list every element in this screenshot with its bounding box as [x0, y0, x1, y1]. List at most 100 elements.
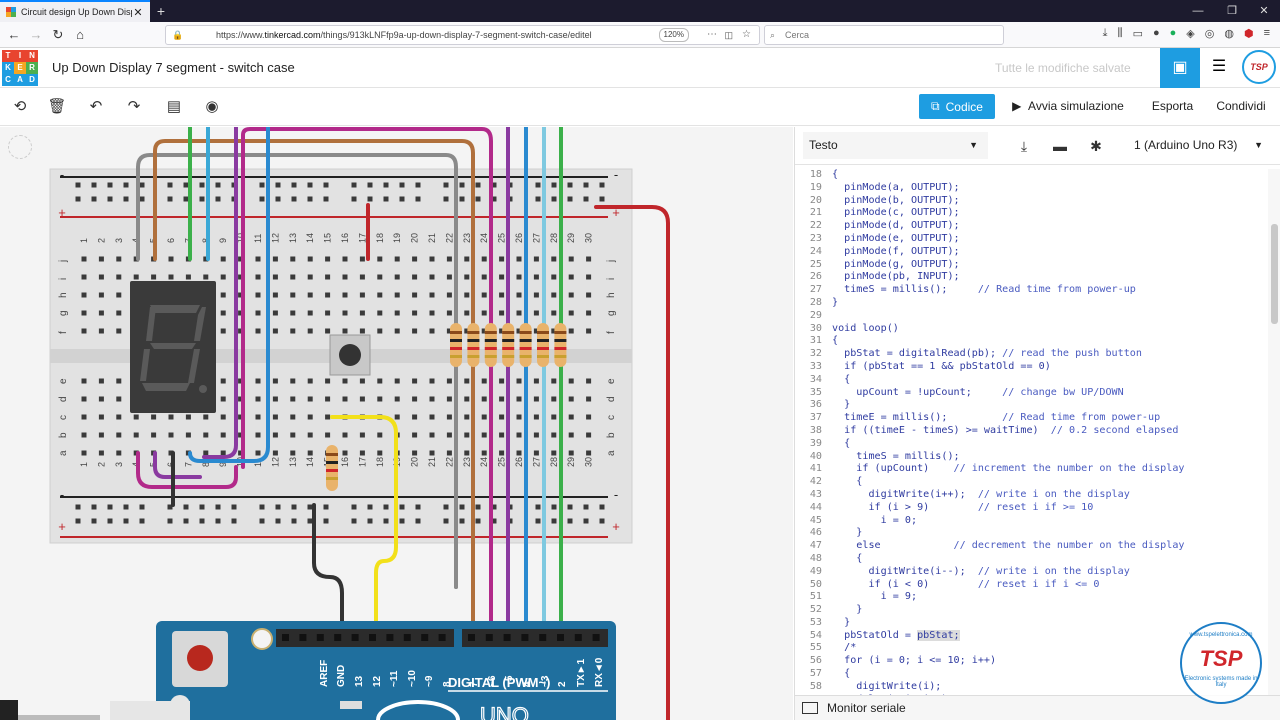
rail-hole — [139, 518, 145, 524]
code-line[interactable]: 47 else // decrement the number on the d… — [795, 540, 1269, 553]
forward-icon[interactable]: → — [29, 27, 43, 42]
code-line[interactable]: 33 if (pbStat == 1 && pbStatOld == 0) — [795, 361, 1269, 374]
code-line[interactable]: 21 pinMode(c, OUTPUT); — [795, 207, 1269, 220]
extension-globe-icon[interactable]: ◎ — [1204, 28, 1215, 40]
home-icon[interactable]: ⌂ — [76, 27, 84, 42]
rail-hole — [491, 504, 497, 510]
code-line[interactable]: 31{ — [795, 335, 1269, 348]
code-line[interactable]: 49 digitWrite(i--); // write i on the di… — [795, 566, 1269, 579]
code-line[interactable]: 56 for (i = 0; i <= 10; i++) — [795, 655, 1269, 668]
reload-icon[interactable]: ↻ — [52, 27, 64, 42]
code-line[interactable]: 28} — [795, 297, 1269, 310]
address-bar[interactable]: 🔒 https://www.tinkercad.com/things/913kL… — [165, 25, 760, 45]
code-button[interactable]: ⧉Codice — [919, 94, 995, 119]
board-select[interactable]: 1 (Arduino Uno R3) ▼ — [1127, 132, 1273, 159]
pocket-icon[interactable]: ◫ — [724, 30, 733, 40]
code-line[interactable]: 19 pinMode(a, OUTPUT); — [795, 182, 1269, 195]
bookmark-star-icon[interactable]: ☆ — [742, 29, 751, 40]
code-line[interactable]: 39 { — [795, 438, 1269, 451]
download-icon[interactable]: ⤓ — [1102, 27, 1108, 39]
code-line[interactable]: 35 upCount = !upCount; // change bw UP/D… — [795, 387, 1269, 400]
close-tab-icon[interactable]: ✕ — [133, 6, 143, 19]
code-line[interactable]: 23 pinMode(e, OUTPUT); — [795, 233, 1269, 246]
circuit-view-icon[interactable]: ▣ — [1160, 48, 1200, 88]
search-input[interactable]: ⌕ Cerca — [764, 25, 1004, 45]
code-editor[interactable]: 18{19 pinMode(a, OUTPUT);20 pinMode(b, O… — [795, 169, 1269, 695]
breadboard-hole — [81, 256, 87, 262]
code-line[interactable]: 51 i = 9; — [795, 591, 1269, 604]
code-line[interactable]: 57 { — [795, 668, 1269, 681]
account-icon[interactable]: ● — [1152, 27, 1160, 39]
code-mode-select[interactable]: Testo ▼ — [803, 132, 988, 159]
code-line[interactable]: 43 digitWrite(i++); // write i on the di… — [795, 489, 1269, 502]
download-code-icon[interactable]: ⤓ — [1020, 138, 1028, 154]
browser-tab[interactable]: Circuit design Up Down Displa ✕ — [0, 0, 150, 22]
page-actions-icon[interactable]: ⋯ — [707, 29, 717, 40]
code-line[interactable]: 42 { — [795, 476, 1269, 489]
code-line[interactable]: 26 pinMode(pb, INPUT); — [795, 271, 1269, 284]
code-line[interactable]: 22 pinMode(d, OUTPUT); — [795, 220, 1269, 233]
delete-icon[interactable]: 🗑 — [47, 98, 67, 115]
debugger-icon[interactable]: ✱ — [1090, 138, 1102, 154]
code-line[interactable]: 55 /* — [795, 642, 1269, 655]
code-line[interactable]: 59 delay(waitTime); — [795, 694, 1269, 695]
redo-icon[interactable]: ↷ — [127, 98, 141, 115]
user-avatar[interactable]: TSP — [1242, 50, 1276, 84]
code-scrollbar[interactable] — [1268, 169, 1280, 695]
code-line[interactable]: 32 pbStat = digitalRead(pb); // read the… — [795, 348, 1269, 361]
code-line[interactable]: 50 if (i < 0) // reset i if i <= 0 — [795, 579, 1269, 592]
close-window-icon[interactable]: ✕ — [1259, 5, 1269, 17]
code-line[interactable]: 58 digitWrite(i); — [795, 681, 1269, 694]
code-line[interactable]: 52 } — [795, 604, 1269, 617]
code-line[interactable]: 40 timeS = millis(); — [795, 451, 1269, 464]
adblock-icon[interactable]: ⬢ — [1243, 28, 1254, 40]
design-title[interactable]: Up Down Display 7 segment - switch case — [52, 60, 295, 75]
library-icon[interactable]: ⫼ — [1117, 27, 1123, 39]
code-line[interactable]: 54 pbStatOld = pbStat; — [795, 629, 1269, 643]
code-line[interactable]: 44 if (i > 9) // reset i if >= 10 — [795, 502, 1269, 515]
fit-view-icon[interactable] — [8, 135, 32, 159]
breadboard-hole — [499, 274, 505, 280]
code-line[interactable]: 53 } — [795, 617, 1269, 630]
notes-icon[interactable]: ▤ — [166, 98, 182, 115]
serial-monitor-bar[interactable]: Monitor seriale — [795, 695, 1280, 720]
menu-icon[interactable]: ≡ — [1263, 27, 1270, 39]
export-button[interactable]: Esporta — [1151, 99, 1194, 113]
code-line[interactable]: 25 pinMode(g, OUTPUT); — [795, 259, 1269, 272]
extension-icon[interactable]: ◈ — [1186, 28, 1195, 40]
new-tab-button[interactable]: + — [156, 3, 166, 19]
scroll-thumb[interactable] — [1271, 224, 1278, 324]
code-line[interactable]: 18{ — [795, 169, 1269, 182]
back-icon[interactable]: ← — [7, 27, 21, 42]
code-line[interactable]: 37 timeE = millis(); // Read time from p… — [795, 412, 1269, 425]
code-line[interactable]: 38 if ((timeE - timeS) >= waitTime) // 0… — [795, 425, 1269, 438]
zoom-level[interactable]: 120% — [658, 28, 689, 42]
visibility-icon[interactable]: ◉ — [205, 98, 219, 115]
code-line[interactable]: 24 pinMode(f, OUTPUT); — [795, 246, 1269, 259]
code-line[interactable]: 29 — [795, 310, 1269, 323]
extension-green-icon[interactable]: ● — [1169, 27, 1177, 39]
code-line[interactable]: 45 i = 0; — [795, 515, 1269, 528]
column-number: 8 — [201, 238, 211, 243]
share-button[interactable]: Condividi — [1216, 99, 1266, 113]
components-list-icon[interactable]: ☰ — [1211, 58, 1227, 75]
rotate-icon[interactable]: ⟲ — [13, 98, 27, 115]
minimize-icon[interactable]: — — [1192, 5, 1204, 17]
libraries-icon[interactable]: ▬ — [1053, 138, 1067, 154]
code-line[interactable]: 27 timeS = millis(); // Read time from p… — [795, 284, 1269, 297]
code-line[interactable]: 34 { — [795, 374, 1269, 387]
code-line[interactable]: 46 } — [795, 527, 1269, 540]
code-line[interactable]: 48 { — [795, 553, 1269, 566]
vpn-icon[interactable]: ◍ — [1224, 28, 1234, 40]
code-line[interactable]: 20 pinMode(b, OUTPUT); — [795, 195, 1269, 208]
start-simulation-button[interactable]: ▶ Avvia simulazione — [1003, 94, 1133, 119]
undo-icon[interactable]: ↶ — [89, 98, 103, 115]
restore-icon[interactable]: ❐ — [1227, 5, 1237, 17]
code-line[interactable]: 41 if (upCount) // increment the number … — [795, 463, 1269, 476]
sidebar-icon[interactable]: ▭ — [1132, 28, 1143, 40]
breadboard-hole — [272, 414, 278, 420]
code-line[interactable]: 36 } — [795, 399, 1269, 412]
